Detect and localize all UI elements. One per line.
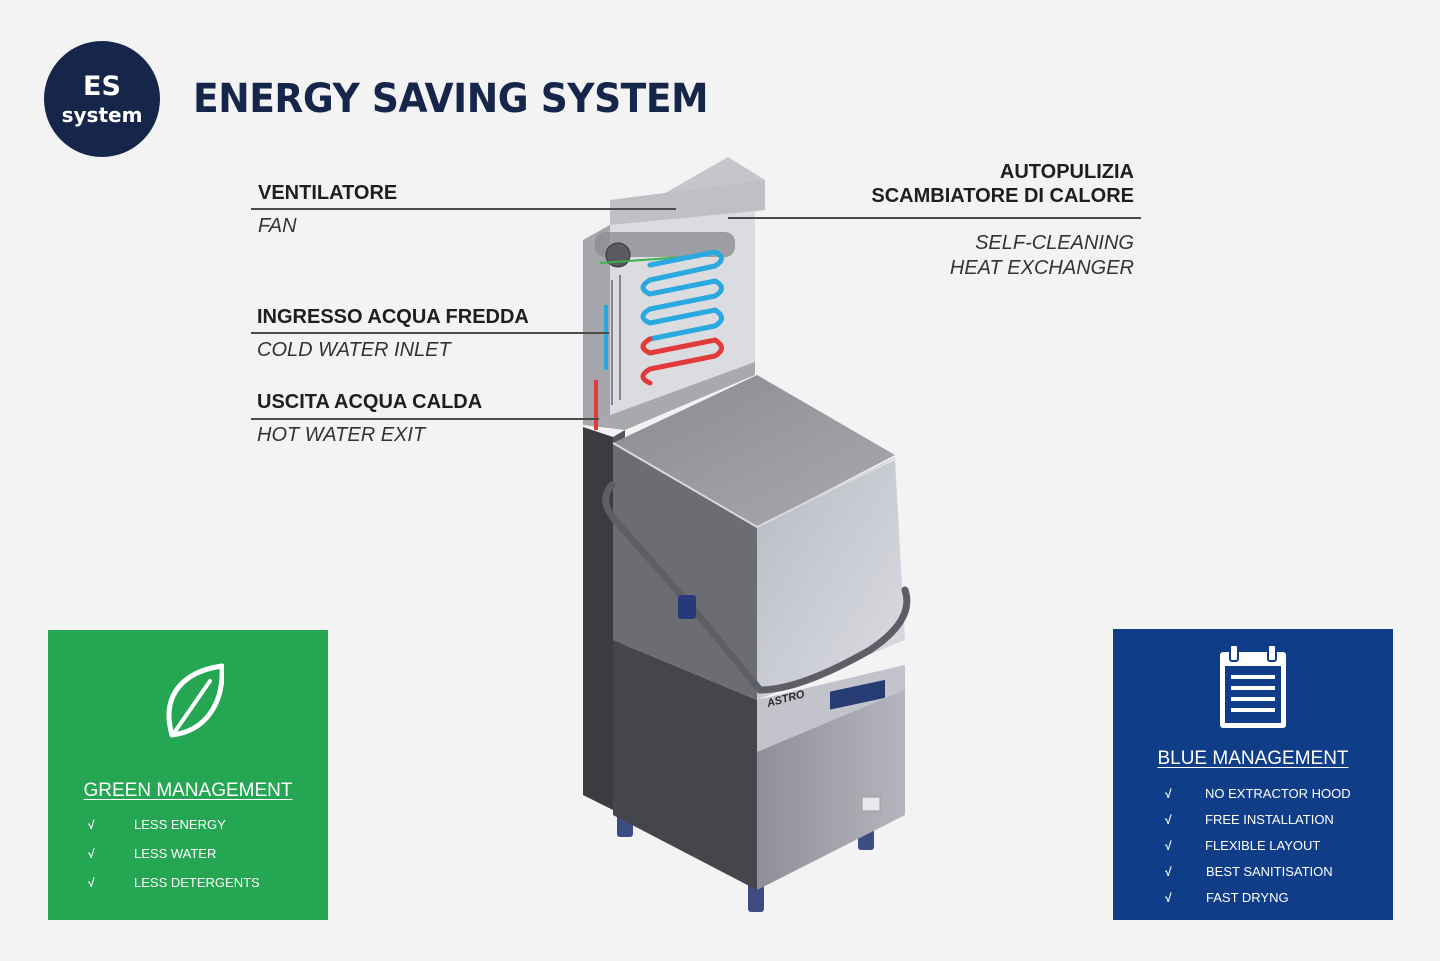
- exchanger-label-it-1: AUTOPULIZIA: [999, 161, 1134, 183]
- page-title: ENERGY SAVING SYSTEM: [193, 76, 709, 122]
- list-item: √FLEXIBLE LAYOUT: [1165, 838, 1321, 853]
- cold-inlet-label-it: INGRESSO ACQUA FREDDA: [257, 306, 529, 328]
- list-item: √BEST SANITISATION: [1165, 864, 1333, 879]
- list-item: √LESS ENERGY: [88, 817, 226, 832]
- fan-label-it: VENTILATORE: [258, 182, 398, 204]
- exchanger-label-en-2: HEAT EXCHANGER: [949, 257, 1134, 279]
- badge-line1: ES: [83, 71, 121, 103]
- leaf-icon: [166, 663, 224, 738]
- es-system-badge: ES system: [44, 41, 160, 157]
- exchanger-label-it-2: SCAMBIATORE DI CALORE: [871, 185, 1134, 207]
- list-item: √FAST DRYNG: [1165, 890, 1289, 905]
- badge-line2: system: [61, 102, 143, 127]
- cold-inlet-leader-line: [251, 332, 609, 334]
- list-item: √NO EXTRACTOR HOOD: [1165, 786, 1351, 801]
- machine-hood: [612, 375, 905, 700]
- exchanger-label-en-1: SELF-CLEANING: [975, 232, 1134, 254]
- heat-exchanger-coil: [640, 249, 724, 386]
- hot-exit-leader-line: [251, 418, 599, 420]
- fan-label-en: FAN: [258, 215, 297, 237]
- green-benefits-list: √LESS ENERGY √LESS WATER √LESS DETERGENT…: [88, 812, 318, 896]
- clipboard-icon: [1220, 644, 1286, 728]
- fan-icon: [605, 242, 631, 268]
- green-management-panel: GREEN MANAGEMENT √LESS ENERGY √LESS WATE…: [48, 630, 328, 920]
- list-item: √LESS WATER: [88, 846, 217, 861]
- blue-panel-title: BLUE MANAGEMENT: [1157, 748, 1349, 769]
- green-panel-title: GREEN MANAGEMENT: [83, 780, 293, 801]
- blue-management-panel: BLUE MANAGEMENT √NO EXTRACTOR HOOD √FREE…: [1113, 629, 1393, 920]
- hot-exit-label-it: USCITA ACQUA CALDA: [257, 391, 483, 413]
- exchanger-leader-line: [728, 217, 1141, 219]
- list-item: √FREE INSTALLATION: [1165, 812, 1334, 827]
- machine-lower-cabinet: [613, 640, 905, 890]
- list-item: √LESS DETERGENTS: [88, 875, 260, 890]
- fan-leader-line: [251, 208, 676, 210]
- cold-inlet-label-en: COLD WATER INLET: [257, 339, 451, 361]
- machine-side-column: [583, 427, 613, 810]
- blue-benefits-list: √NO EXTRACTOR HOOD √FREE INSTALLATION √F…: [1165, 781, 1385, 911]
- hot-exit-label-en: HOT WATER EXIT: [257, 424, 426, 446]
- hood-handle: [602, 481, 911, 694]
